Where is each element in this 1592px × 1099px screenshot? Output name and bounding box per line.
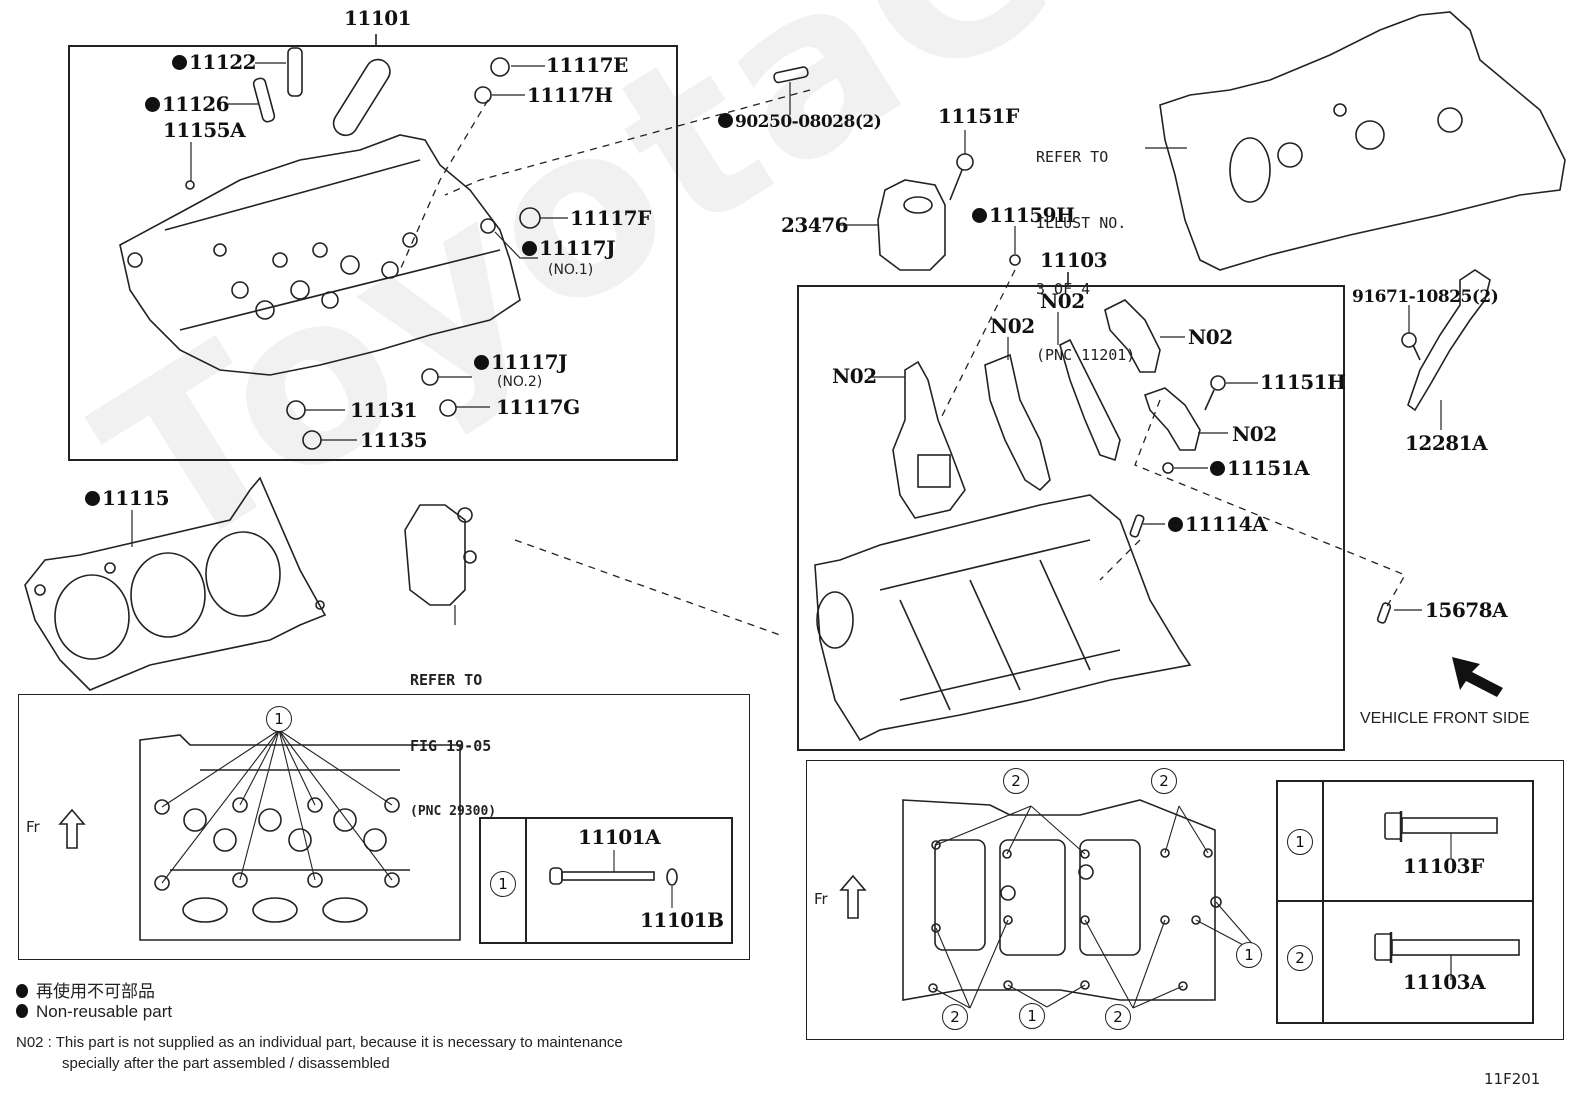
part-label-n02[interactable]: N02 — [1040, 289, 1085, 313]
part-label-90250-08028[interactable]: 90250-08028(2) — [718, 113, 882, 131]
part-label-12281A[interactable]: 12281A — [1405, 431, 1488, 455]
n02-parts-drawing — [892, 299, 1201, 519]
part-label-11115[interactable]: 11115 — [85, 488, 170, 508]
part-label-11151F[interactable]: 11151F — [938, 104, 1019, 128]
head-gasket-drawing — [24, 476, 327, 691]
cam-cover-drawing — [1159, 11, 1566, 271]
n02-note: N02 : This part is not supplied as an in… — [16, 1034, 623, 1072]
cylinder-head-drawing — [119, 134, 521, 376]
part-label-n02[interactable]: N02 — [1232, 422, 1277, 446]
vehicle-front-label: VEHICLE FRONT SIDE — [1360, 710, 1530, 727]
callout-2: 2 — [1003, 768, 1029, 794]
head-bolt-pattern-drawing — [139, 734, 461, 941]
front-arrow-icon — [839, 874, 867, 919]
vehicle-front-arrow-icon — [1452, 657, 1503, 697]
callout-2: 2 — [1105, 1004, 1131, 1030]
lower-block-drawing — [814, 494, 1192, 742]
part-label-11126[interactable]: 11126 — [145, 94, 230, 114]
table-key-1: 1 — [1287, 829, 1313, 855]
part-label-11117E[interactable]: 11117E — [546, 53, 628, 77]
part-label-n02[interactable]: N02 — [1188, 325, 1233, 349]
part-label-n02[interactable]: N02 — [990, 314, 1035, 338]
legend-jp: 再使用不可部品 — [16, 977, 155, 1002]
part-label-11122[interactable]: 11122 — [172, 52, 257, 72]
part-label-11135[interactable]: 11135 — [360, 428, 428, 452]
callout-1: 1 — [1019, 1003, 1045, 1029]
part-note-no2: (NO.2) — [497, 374, 543, 390]
part-label-11101B[interactable]: 11101B — [640, 908, 724, 932]
part-label-11114A[interactable]: 11114A — [1168, 514, 1268, 534]
block-bolt-detail-frame — [806, 760, 1564, 1040]
front-label: Fr — [26, 818, 40, 836]
part-label-11117F[interactable]: 11117F — [570, 206, 651, 230]
part-label-11117J-no1[interactable]: 11117J — [522, 238, 616, 258]
refer-pump-note[interactable]: REFER TO FIG 19-05 (PNC 29300) — [410, 671, 497, 819]
figure-code: 11F201 — [1484, 1070, 1541, 1088]
callout-1: 1 — [266, 706, 292, 732]
callout-1: 1 — [1236, 942, 1262, 968]
table-key-1: 1 — [490, 871, 516, 897]
callout-2: 2 — [1151, 768, 1177, 794]
part-label-11101A[interactable]: 11101A — [578, 825, 661, 849]
legend-en: Non-reusable part — [16, 1002, 172, 1022]
part-label-11117G[interactable]: 11117G — [496, 395, 580, 419]
part-label-11103F[interactable]: 11103F — [1403, 854, 1484, 878]
non-reusable-dot-icon — [16, 984, 28, 998]
non-reusable-dot-icon — [16, 1004, 28, 1018]
table-key-2: 2 — [1287, 945, 1313, 971]
part-label-11151A[interactable]: 11151A — [1210, 458, 1310, 478]
part-label-11101[interactable]: 11101 — [344, 6, 412, 30]
part-label-11117H[interactable]: 11117H — [527, 83, 613, 107]
cylinder-head-frame — [68, 45, 678, 461]
front-label: Fr — [814, 890, 828, 908]
callout-2: 2 — [942, 1004, 968, 1030]
block-bolt-table — [1276, 780, 1534, 1024]
part-label-91671-10825[interactable]: 91671-10825(2) — [1352, 287, 1499, 307]
part-label-11103A[interactable]: 11103A — [1403, 970, 1486, 994]
lower-block-frame — [797, 285, 1345, 751]
front-arrow-icon — [58, 808, 86, 849]
part-label-11117J-no2[interactable]: 11117J — [474, 352, 568, 372]
part-note-no1: (NO.1) — [548, 262, 594, 278]
part-label-11159H[interactable]: 11159H — [972, 205, 1075, 225]
part-label-15678A[interactable]: 15678A — [1425, 598, 1508, 622]
refer-cover-note[interactable]: REFER TO ILLUST NO. 3 OF 4 (PNC 11201) — [1036, 148, 1136, 364]
head-bolt-table — [479, 817, 733, 944]
block-bolt-pattern-drawing — [902, 799, 1222, 1001]
part-label-11155A[interactable]: 11155A — [163, 118, 246, 142]
part-label-11103[interactable]: 11103 — [1040, 248, 1108, 272]
head-bolt-detail-frame — [18, 694, 750, 960]
part-label-23476[interactable]: 23476 — [781, 213, 849, 237]
part-label-11131[interactable]: 11131 — [350, 398, 418, 422]
part-label-11151H[interactable]: 11151H — [1260, 370, 1346, 394]
part-label-n02[interactable]: N02 — [832, 364, 877, 388]
